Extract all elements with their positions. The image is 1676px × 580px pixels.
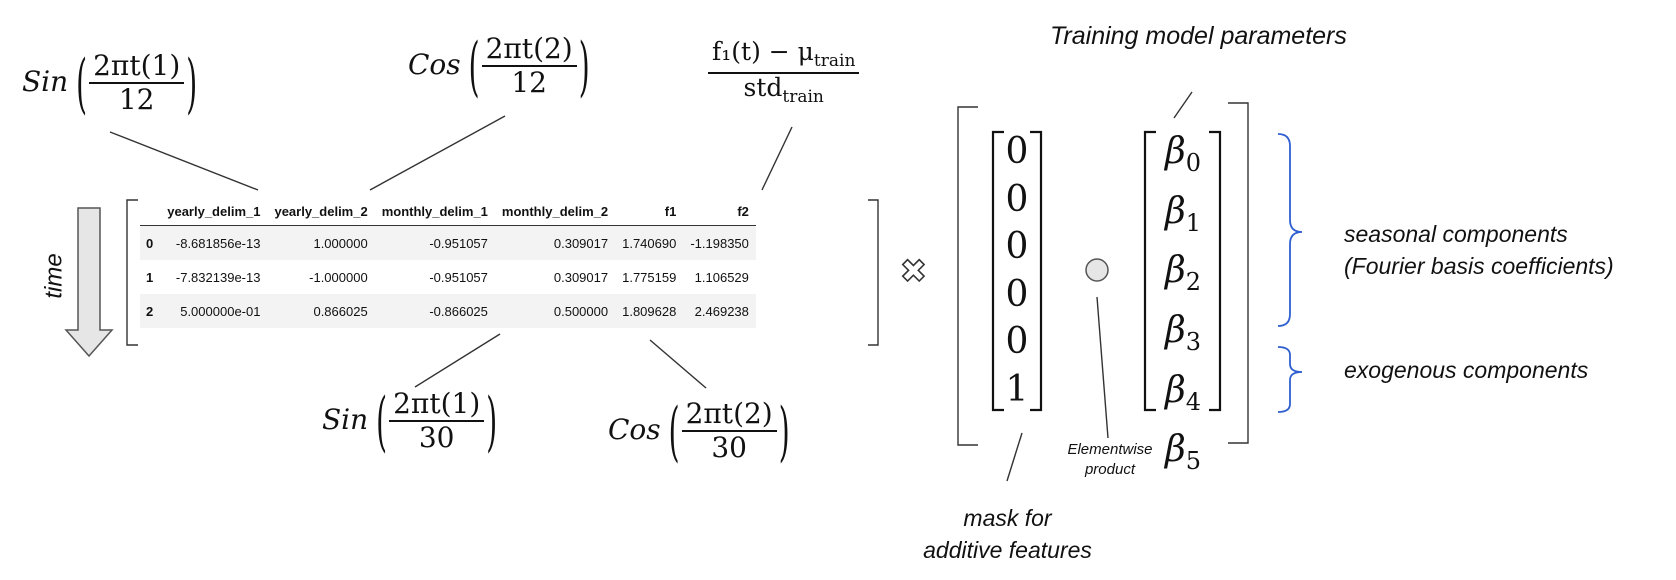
mask-value: 0 [1005, 178, 1029, 220]
exogenous-brace [1277, 346, 1303, 413]
beta-coefficient: β3 [1164, 310, 1202, 357]
mask-value: 0 [1005, 273, 1029, 315]
formula-denominator: 12 [511, 66, 547, 100]
table-cell: 1.740690 [615, 225, 684, 260]
time-arrow [64, 207, 114, 358]
params-outer-right-bracket [1228, 102, 1249, 444]
column-header: yearly_delim_2 [267, 200, 375, 226]
column-header: f1 [615, 200, 684, 226]
table-cell: 1.000000 [267, 225, 375, 260]
elementwise-product-circle [1085, 258, 1109, 282]
formula-fn: Sin [322, 402, 369, 436]
connector-f1 [761, 126, 793, 191]
mask-value: 1 [1005, 368, 1029, 410]
beta-coefficient: β2 [1164, 250, 1202, 297]
table-cell: 5.000000e-01 [160, 294, 268, 328]
table-cell: 1.106529 [694, 269, 749, 285]
formula-fn: Cos [408, 47, 461, 81]
table-cell: -8.681856e-13 [160, 225, 268, 260]
mask-label: mask for additive features [923, 505, 1092, 563]
connector-mask [1006, 432, 1023, 482]
formula-denominator: std [743, 72, 783, 102]
formula-numerator: f₁(t) − μ [712, 37, 814, 66]
column-header: monthly_delim_2 [494, 200, 616, 226]
elementwise-product-label: Elementwise product [1067, 441, 1153, 478]
training-params-label: Training model parameters [1050, 22, 1347, 50]
formula-numerator: 2πt(2) [481, 32, 577, 68]
multiply-operator-icon: ✖ [899, 251, 927, 291]
connector-params [1173, 91, 1193, 119]
table-cell: -1.198350 [683, 225, 756, 260]
connector-sin12 [109, 131, 259, 191]
table-cell: -0.951057 [429, 269, 488, 285]
mask-outer-left-bracket [957, 106, 978, 446]
row-index: 2 [140, 294, 161, 328]
formula-numerator: 2πt(2) [681, 397, 777, 433]
beta-vector: β0 β1 β2 β3 β4 β5 [1156, 128, 1210, 486]
column-header: monthly_delim_1 [374, 200, 495, 226]
exogenous-components-label: exogenous components [1344, 357, 1589, 383]
mask-value: 0 [1005, 131, 1029, 172]
table-right-bracket [868, 199, 879, 346]
connector-elementwise [1096, 296, 1109, 439]
table-cell: 0.309017 [494, 225, 616, 260]
formula-denominator: 30 [418, 421, 455, 455]
table-cell: -0.866025 [374, 294, 495, 328]
table-cell: 0.309017 [553, 269, 609, 285]
connector-cos12 [369, 115, 506, 191]
mask-value: 0 [1005, 226, 1029, 267]
feature-table: yearly_delim_1 yearly_delim_2 monthly_de… [140, 200, 756, 328]
table-cell: 0.500000 [494, 294, 616, 328]
formula-cos-12: Cos(2πt(2)12) [408, 28, 590, 105]
connector-sin30 [414, 333, 501, 388]
mask-value: 0 [1005, 321, 1029, 362]
row-index: 1 [146, 269, 154, 285]
table-left-bracket [126, 199, 138, 346]
formula-cos-30: Cos(2πt(2)30) [608, 393, 790, 470]
mask-vector: 0 0 0 0 0 1 [1003, 128, 1031, 413]
mask-inner-right-bracket [1030, 130, 1043, 412]
table-row: 2 5.000000e-01 0.866025 -0.866025 0.5000… [140, 294, 756, 328]
beta-coefficient: β1 [1164, 190, 1202, 237]
beta-coefficient: β5 [1164, 429, 1202, 476]
seasonal-components-label: seasonal components (Fourier basis coeff… [1344, 221, 1614, 279]
formula-denominator-sub: train [782, 86, 824, 107]
params-inner-right-bracket [1209, 130, 1222, 412]
column-header [140, 200, 161, 226]
beta-coefficient: β4 [1164, 369, 1202, 416]
formula-sin-30: Sin(2πt(1)30) [322, 383, 498, 460]
column-header: yearly_delim_1 [160, 200, 268, 226]
table-cell: 0.866025 [267, 294, 375, 328]
formula-sin-12: Sin(2πt(1)12) [22, 45, 198, 122]
seasonal-brace [1277, 133, 1303, 327]
table-cell: 2.469238 [683, 294, 756, 328]
table-cell: 1.775159 [622, 269, 677, 285]
table-cell: -7.832139e-13 [175, 269, 261, 285]
formula-fn: Cos [608, 412, 661, 446]
formula-fn: Sin [22, 64, 69, 98]
formula-denominator: 30 [711, 431, 747, 465]
formula-numerator-sub: train [813, 51, 856, 71]
formula-numerator: 2πt(1) [389, 387, 485, 423]
table-cell: 1.809628 [615, 294, 684, 328]
formula-f1-normalization: f₁(t) − μtrain stdtrain [708, 37, 860, 107]
mask-inner-left-bracket [991, 130, 1004, 412]
time-label: time [40, 253, 68, 299]
table-row: 0 -8.681856e-13 1.000000 -0.951057 0.309… [140, 225, 756, 260]
connector-cos30 [649, 339, 707, 389]
row-index: 0 [140, 225, 161, 260]
column-header: f2 [683, 200, 756, 226]
table-cell: -0.951057 [374, 225, 495, 260]
formula-numerator: 2πt(1) [89, 49, 185, 85]
beta-coefficient: β0 [1164, 131, 1202, 178]
formula-denominator: 12 [118, 83, 155, 117]
params-inner-left-bracket [1143, 130, 1156, 412]
table-cell: -1.000000 [309, 269, 368, 285]
table-row: 1 -7.832139e-13 -1.000000 -0.951057 0.30… [140, 260, 756, 294]
table-header-row: yearly_delim_1 yearly_delim_2 monthly_de… [140, 200, 756, 226]
